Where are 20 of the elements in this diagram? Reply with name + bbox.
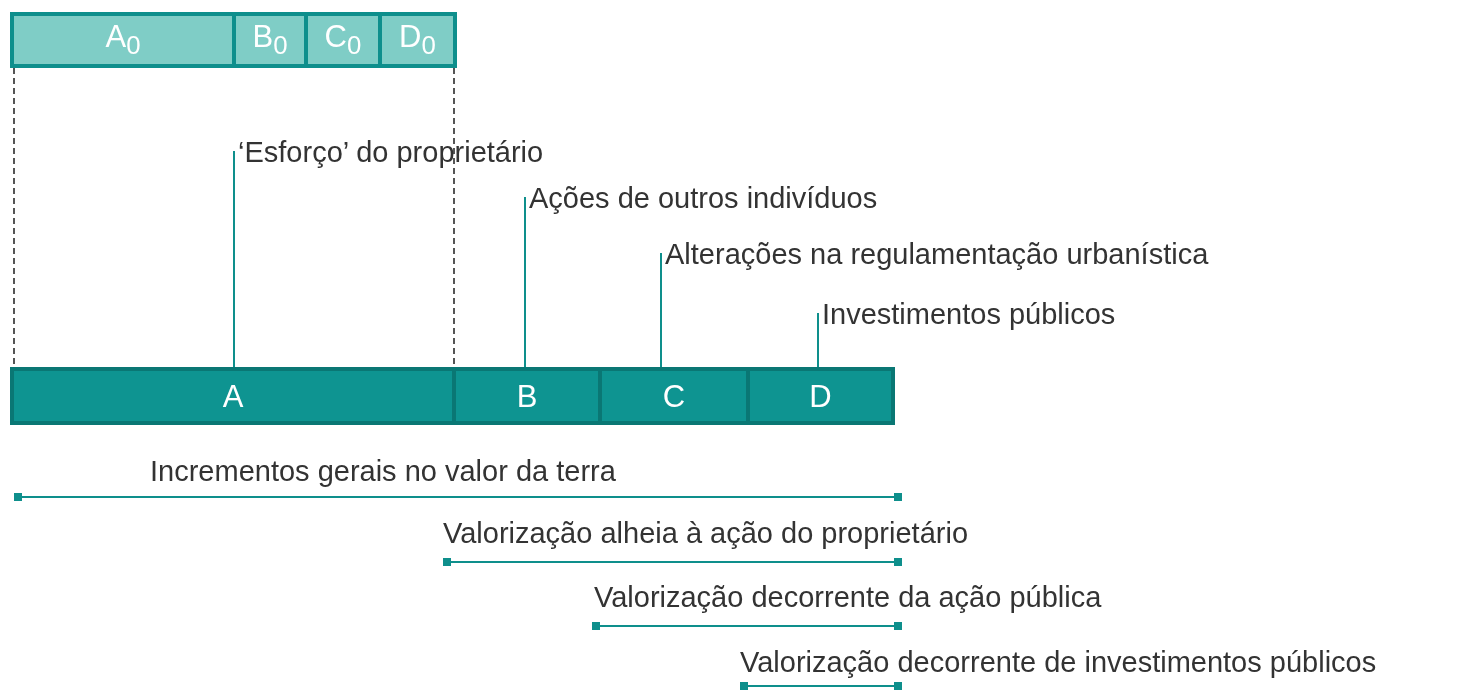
range-label: Valorização decorrente de investimentos públicos	[740, 645, 1377, 679]
leader-line	[660, 252, 662, 368]
segment-label: D	[809, 380, 832, 412]
range-label: Valorização alheia à ação do proprietário	[443, 516, 969, 550]
callout-text: Investimentos públicos	[818, 297, 1116, 331]
segment-label: A	[222, 380, 244, 412]
segment-label: D$_{0}$	[399, 21, 436, 59]
leader-line	[233, 150, 235, 368]
leader-line	[524, 196, 526, 368]
segment-label: C$_{0}$	[324, 21, 362, 59]
callout-text: Alterações na regulamentação urbanística	[661, 237, 1209, 271]
segment-label: B$_{0}$	[252, 21, 288, 59]
segment-label: A$_{0}$	[105, 21, 141, 59]
segment-label: B	[516, 380, 538, 412]
range-label: Incrementos gerais no valor da terra	[150, 454, 616, 488]
range-label: Valorização decorrente da ação pública	[594, 580, 1102, 614]
callout-text: Ações de outros indivíduos	[525, 181, 878, 215]
callout-text: ‘Esforço’ do proprietário	[234, 135, 544, 169]
leader-line	[817, 312, 819, 368]
segment-label: C	[662, 380, 686, 412]
